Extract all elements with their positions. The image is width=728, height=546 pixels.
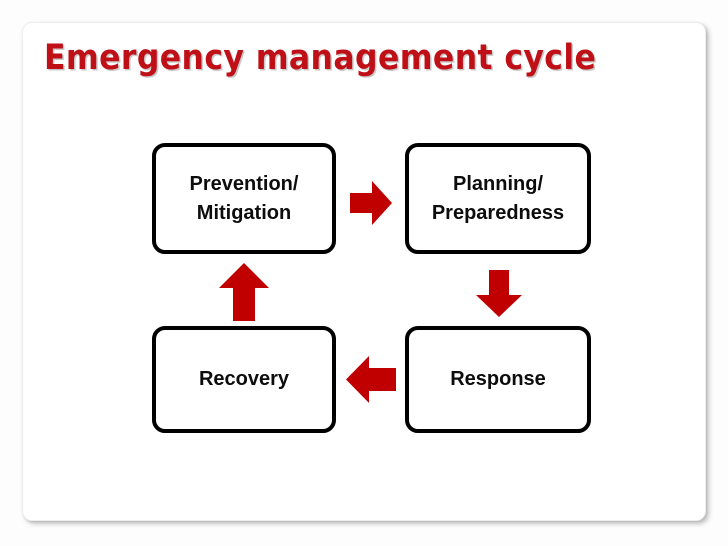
arrow-down-icon: [476, 270, 522, 317]
phase-box-planning-preparedness[interactable]: Planning/ Preparedness: [405, 143, 591, 254]
phase-label-line: Mitigation: [196, 201, 292, 224]
phase-label-line: Response: [450, 368, 546, 391]
phase-box-prevention-mitigation[interactable]: Prevention/ Mitigation: [152, 143, 336, 254]
arrow-down-shape: [476, 270, 522, 317]
phase-box-recovery[interactable]: Recovery: [152, 326, 336, 433]
arrow-up-shape: [219, 263, 269, 321]
page-title: Emergency management cycle: [44, 38, 597, 78]
arrow-left-icon: [346, 356, 396, 403]
phase-label-line: Prevention/: [189, 173, 299, 196]
phase-label-line: Planning/: [453, 173, 543, 196]
phase-label-line: Preparedness: [431, 201, 565, 224]
arrow-up-icon: [219, 263, 269, 321]
arrow-right-shape: [350, 181, 392, 225]
arrow-left-shape: [346, 356, 396, 403]
phase-label-line: Recovery: [198, 368, 290, 391]
phase-box-response[interactable]: Response: [405, 326, 591, 433]
arrow-right-icon: [350, 181, 392, 225]
slide-card: [22, 22, 706, 521]
